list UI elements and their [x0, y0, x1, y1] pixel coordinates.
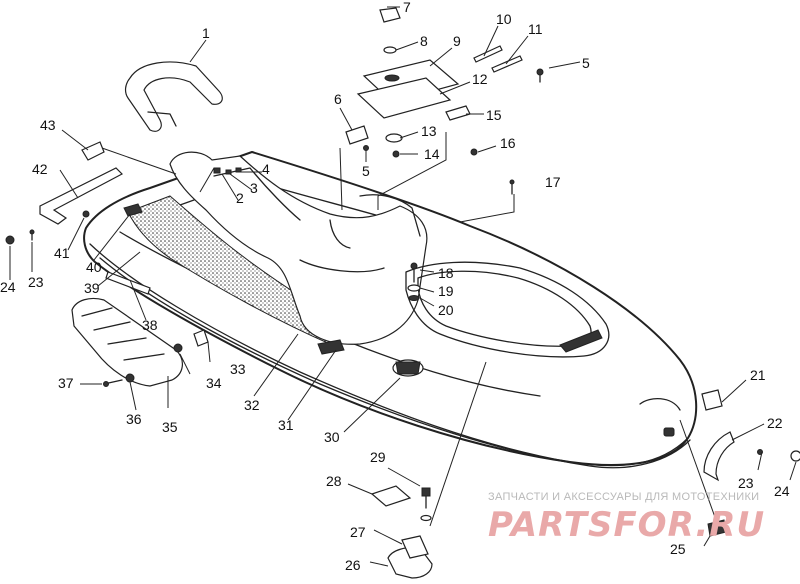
- callout-43: 43: [40, 117, 56, 133]
- callout-36: 36: [126, 411, 142, 427]
- callout-24b: 24: [774, 483, 790, 499]
- callout-18: 18: [438, 265, 454, 281]
- callout-10: 10: [496, 11, 512, 27]
- callout-19: 19: [438, 283, 454, 299]
- callout-23b: 23: [738, 475, 754, 491]
- callout-28: 28: [326, 473, 342, 489]
- callout-31: 31: [278, 417, 294, 433]
- grab-handle: [124, 61, 223, 132]
- callout-29: 29: [370, 449, 386, 465]
- callout-35: 35: [162, 419, 178, 435]
- callout-37: 37: [58, 375, 74, 391]
- callout-5b: 5: [362, 163, 370, 179]
- callout-41: 41: [54, 245, 70, 261]
- callout-30: 30: [324, 429, 340, 445]
- fasteners: [5, 68, 800, 579]
- callout-6: 6: [334, 91, 342, 107]
- callout-8: 8: [420, 33, 428, 49]
- callout-12: 12: [472, 71, 488, 87]
- callout-27: 27: [350, 524, 366, 540]
- callout-22: 22: [767, 415, 783, 431]
- watermark: ЗАПЧАСТИ И АКСЕССУАРЫ ДЛЯ МОТОТЕХНИКИ PA…: [488, 491, 765, 545]
- callout-25: 25: [670, 541, 686, 557]
- callout-4: 4: [262, 161, 270, 177]
- callout-3: 3: [250, 180, 258, 196]
- callout-11: 11: [528, 21, 543, 37]
- callout-9: 9: [453, 33, 461, 49]
- callout-40: 40: [86, 259, 102, 275]
- callout-2: 2: [236, 190, 244, 206]
- callout-16: 16: [500, 135, 516, 151]
- callout-39: 39: [84, 280, 100, 296]
- callout-14: 14: [424, 146, 440, 162]
- callout-5a: 5: [582, 55, 590, 71]
- callout-17: 17: [545, 174, 561, 190]
- callout-20: 20: [438, 302, 454, 318]
- callout-33: 33: [230, 361, 246, 377]
- watermark-caption: ЗАПЧАСТИ И АКСЕССУАРЫ ДЛЯ МОТОТЕХНИКИ: [488, 491, 759, 503]
- callout-13: 13: [421, 123, 437, 139]
- callout-1: 1: [202, 25, 210, 41]
- callout-7: 7: [403, 0, 411, 15]
- callout-23a: 23: [28, 274, 44, 290]
- hull: [83, 151, 698, 469]
- watermark-logo: PARTSFOR.RU: [488, 505, 765, 545]
- leader-lines: [9, 6, 797, 567]
- callout-labels: 1 2 3 4 5 5 6 7 8 9 10 11 12 13 14 15 16…: [0, 0, 790, 573]
- callout-15: 15: [486, 107, 502, 123]
- callout-34: 34: [206, 375, 222, 391]
- callout-24a: 24: [0, 279, 16, 295]
- callout-38: 38: [142, 317, 158, 333]
- hatch-cover: [356, 7, 523, 158]
- callout-42: 42: [32, 161, 48, 177]
- callout-26: 26: [345, 557, 361, 573]
- callout-21: 21: [750, 367, 766, 383]
- callout-32: 32: [244, 397, 260, 413]
